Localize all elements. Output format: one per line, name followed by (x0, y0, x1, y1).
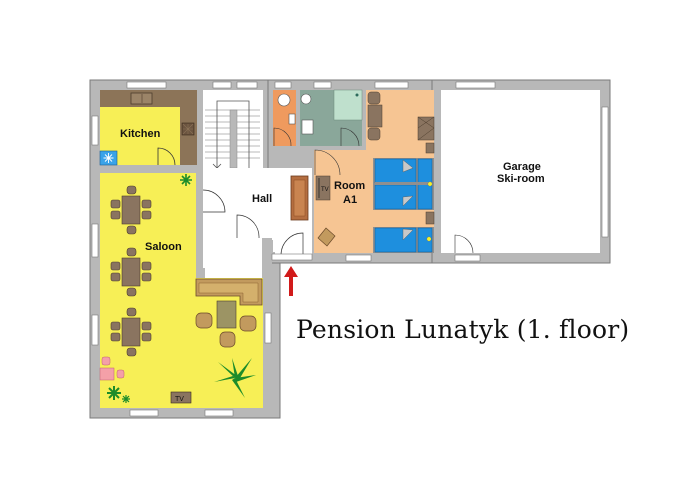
hall: Hall (202, 168, 312, 278)
entrance-arrow-icon (284, 266, 298, 296)
coffee-table (216, 300, 237, 329)
toilet-icon (300, 93, 312, 105)
lamp-icon (426, 236, 432, 242)
small-table (99, 356, 125, 381)
plant-icon (214, 358, 256, 398)
kitchen-label: Kitchen (120, 128, 161, 140)
saloon: TV Saloon (99, 173, 263, 408)
tv-icon (170, 391, 192, 404)
wardrobe-icon (417, 116, 435, 141)
room-a1-label-2: A1 (343, 194, 357, 206)
sink-icon (130, 92, 153, 105)
plant-icon (180, 174, 192, 186)
garage-label-1: Garage (503, 161, 541, 173)
armchair (195, 312, 257, 348)
plant-icon (122, 395, 130, 403)
dining-table (110, 307, 152, 357)
saloon-label: Saloon (145, 241, 182, 253)
garage-label-2: Ski-room (497, 173, 545, 185)
bed-icon (373, 227, 434, 253)
plant-icon (107, 386, 121, 400)
bathroom (300, 89, 363, 147)
room-a1: TV Room A1 (314, 90, 435, 253)
hall-label: Hall (252, 193, 272, 205)
bed-icon (373, 158, 434, 210)
washbasin-icon (301, 119, 314, 135)
toilet-icon (277, 93, 291, 107)
saloon-floor (100, 173, 263, 408)
lamp-icon (427, 181, 433, 187)
plan-title: Pension Lunatyk (1. floor) (296, 315, 630, 344)
windows (91, 81, 609, 417)
stairs-icon (203, 90, 263, 169)
kitchen: Kitchen (99, 90, 197, 166)
dining-table (110, 247, 152, 297)
tv-label: TV (175, 396, 184, 403)
washbasin-icon (288, 113, 296, 125)
tv-icon (315, 175, 331, 201)
garage: Garage Ski-room (441, 90, 600, 254)
corner-sofa (195, 278, 263, 306)
wc (273, 90, 296, 147)
tv-label: TV (321, 187, 329, 193)
armchair (317, 227, 336, 247)
dining-table (110, 185, 152, 235)
room-a1-label-1: Room (334, 180, 365, 192)
